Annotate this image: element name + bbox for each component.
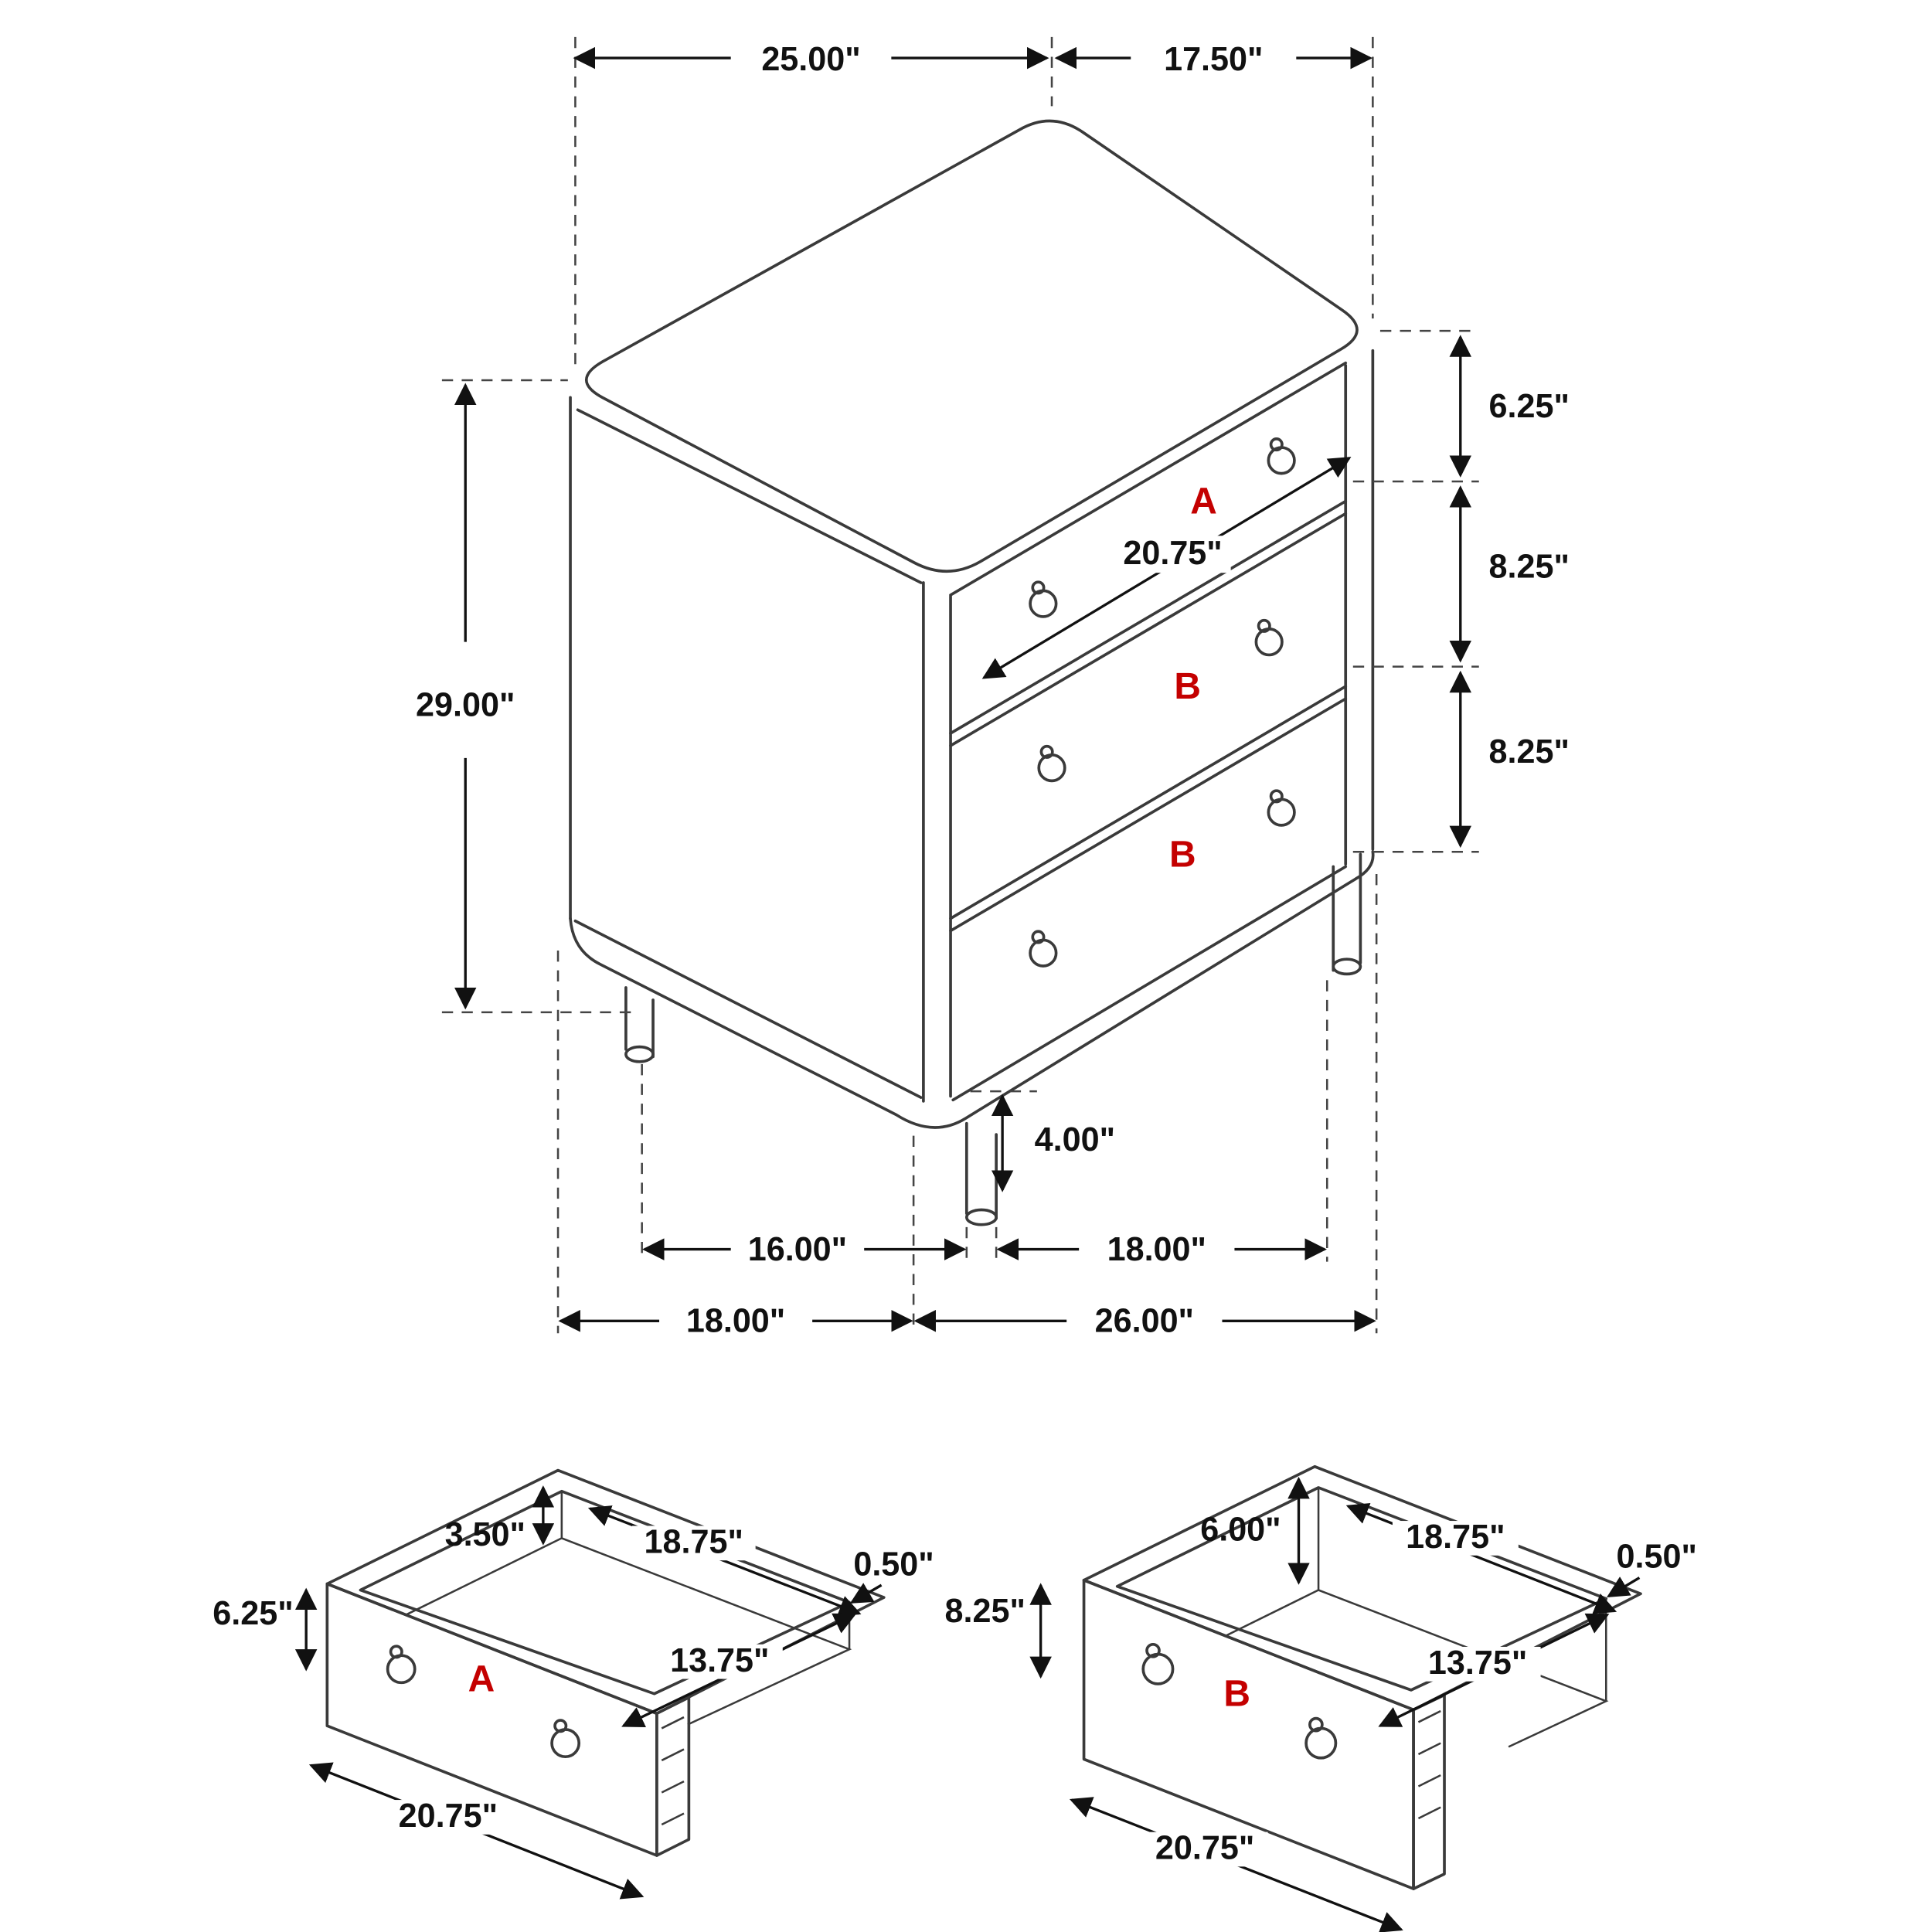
dim-leader-line: [1607, 1577, 1641, 1597]
base-rail-inner-front: [951, 865, 1348, 1102]
label-backing: [385, 1800, 512, 1835]
drawer-separator: [949, 697, 1348, 933]
label-backing: [656, 1644, 783, 1679]
drawer-a-knob: [1029, 580, 1058, 618]
drawer-b-side-thickness: [1412, 1693, 1446, 1890]
right-leg: [1332, 852, 1362, 976]
drawer-a-label: A: [1190, 481, 1217, 522]
hatch-line: [1417, 1806, 1441, 1820]
drawer-a-side-thickness: [655, 1696, 691, 1857]
dim-a-inner-depth: 13.75": [670, 1642, 769, 1679]
drawer-b-detail-label: B: [1223, 1674, 1250, 1715]
drawer-a-knob: [550, 1719, 581, 1758]
dim-b-front-width: 20.75": [1155, 1830, 1254, 1867]
hatch-line: [1417, 1709, 1441, 1723]
dim-b-inner-depth: 13.75": [1428, 1645, 1527, 1682]
label-backing: [631, 1526, 756, 1561]
chest-isometric-view: A B B: [569, 119, 1375, 1226]
main-view-dimensions: 25.00" 17.50" 29.00" 6.25" 8.25" 8.25" 2…: [416, 36, 1570, 1340]
label-backing: [1114, 536, 1231, 573]
label-backing: [1392, 1521, 1519, 1556]
base-rail-inner-left: [573, 919, 923, 1099]
dim-b-wall-height: 6.00": [1200, 1512, 1281, 1549]
top-slab-edge-left: [576, 408, 923, 584]
drawer-b1-knob: [1037, 744, 1066, 783]
dim-overall-height: 29.00": [416, 687, 515, 724]
base-rail-outer: [569, 850, 1375, 1129]
dim-top-width: 25.00": [761, 41, 860, 78]
dim-a-wall-height: 3.50": [445, 1516, 526, 1553]
drawer-b-knob: [1304, 1716, 1338, 1760]
dim-leader-line: [849, 1583, 883, 1604]
dim-drawer-b1-front-height: 8.25": [1489, 549, 1570, 586]
drawer-b1-knob: [1254, 618, 1284, 657]
dim-drawer-b2-front-height: 8.25": [1489, 733, 1570, 770]
dim-base-front-width: 18.00": [686, 1303, 785, 1340]
label-backing: [1414, 1646, 1541, 1682]
dim-b-wall-thickness: 0.50": [1617, 1539, 1697, 1576]
hatch-line: [661, 1780, 685, 1794]
dim-top-depth: 17.50": [1164, 41, 1263, 78]
dim-leg-height: 4.00": [1035, 1121, 1115, 1158]
front-center-leg: [964, 1121, 998, 1226]
drawer-a-knob: [1267, 437, 1296, 475]
drawer-a-knob: [386, 1645, 417, 1685]
hatch-line: [661, 1812, 685, 1826]
drawer-a-detail-label: A: [468, 1658, 495, 1699]
drawer-b2-label: B: [1169, 834, 1196, 875]
chest-top-face: [585, 119, 1359, 573]
dim-base-side-depth: 26.00": [1095, 1303, 1194, 1340]
drawer-separator: [949, 685, 1348, 920]
label-backing: [1141, 1832, 1268, 1867]
drawer-b1-label: B: [1174, 666, 1201, 707]
dim-a-inner-width: 18.75": [645, 1524, 743, 1561]
drawer-b-knob: [1141, 1642, 1175, 1685]
dim-drawer-face-width: 20.75": [1123, 535, 1222, 572]
drawer-b-detail: B 6.00" 18.75" 0.50" 8.25" 13.75" 20.75": [945, 1464, 1697, 1932]
drawer-b2-knob: [1029, 930, 1058, 968]
drawer-b2-knob: [1267, 789, 1296, 827]
dim-drawer-a-front-height: 6.25": [1489, 388, 1570, 425]
drawer-a-detail: A 3.50" 18.75" 0.50" 6.25" 13.75" 20.75": [213, 1468, 934, 1900]
hatch-line: [1417, 1742, 1441, 1756]
dim-a-wall-thickness: 0.50": [853, 1546, 934, 1583]
front-left-leg: [624, 986, 655, 1063]
hatch-line: [1417, 1774, 1441, 1787]
dim-front-leg-spacing: 16.00": [748, 1231, 847, 1268]
dim-b-inner-width: 18.75": [1406, 1519, 1505, 1556]
dim-a-front-width: 20.75": [399, 1798, 498, 1835]
hatch-line: [661, 1748, 685, 1762]
dim-a-front-height: 6.25": [213, 1595, 293, 1632]
hatch-line: [661, 1716, 685, 1730]
dim-b-front-height: 8.25": [945, 1593, 1026, 1630]
dim-side-leg-spacing: 18.00": [1107, 1231, 1206, 1268]
